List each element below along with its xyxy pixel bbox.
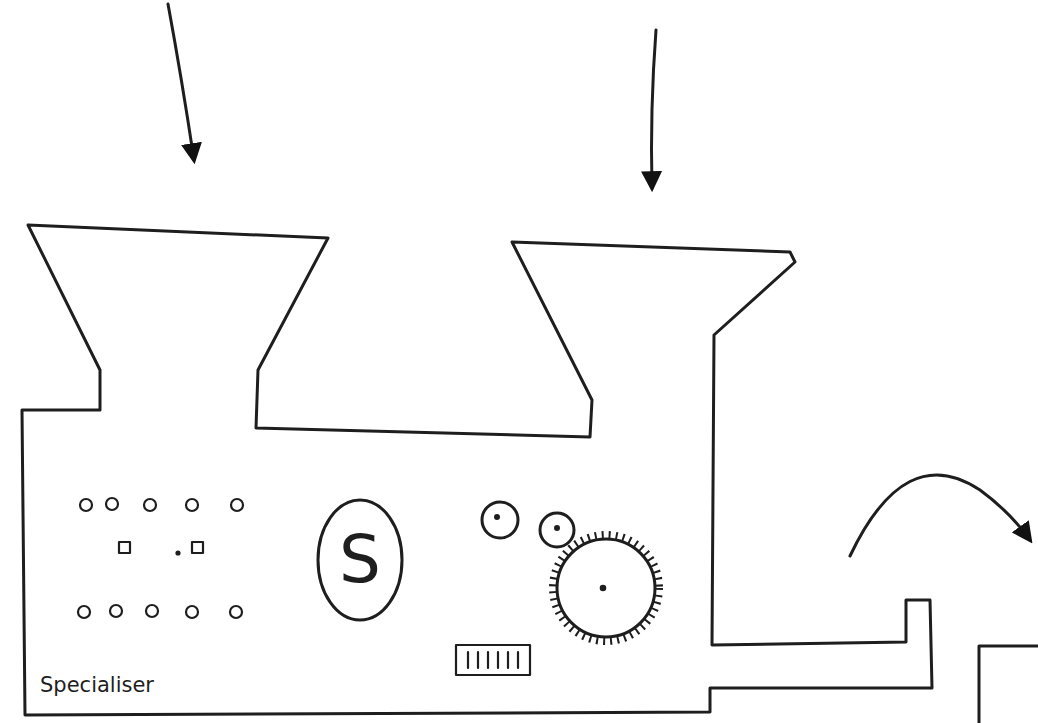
gears (482, 502, 659, 641)
output-arrow (850, 475, 1030, 556)
machine-name: Specialiser (40, 675, 154, 696)
indicator-light (186, 606, 198, 618)
gear-axle (556, 527, 559, 530)
input-arrow (652, 30, 657, 188)
machine-outline (22, 225, 932, 715)
indicator-light (106, 498, 118, 510)
large-gear (557, 539, 655, 637)
grille-frame (456, 645, 530, 675)
square-button (192, 542, 203, 553)
indicator-light (80, 499, 92, 511)
gear-axle (601, 586, 605, 590)
indicator-light (144, 499, 156, 511)
machine-body: Specialiser S (18, 220, 940, 720)
indicator-light (230, 606, 242, 618)
logo-outline (318, 500, 402, 620)
gear-teeth (553, 535, 659, 641)
logo-circle: S (316, 498, 404, 622)
input-arrow (168, 4, 194, 160)
logo-letter: S (339, 527, 381, 593)
indicator-light (186, 499, 198, 511)
indicator-light (78, 606, 90, 618)
gear-axle (496, 516, 499, 519)
indicator-light (231, 499, 243, 511)
square-button (119, 542, 130, 553)
grille-slats (468, 652, 518, 668)
node-outline (18, 220, 940, 720)
small-gear (482, 502, 518, 538)
indicator-light (146, 605, 158, 617)
indicator-lights (78, 498, 243, 618)
output-box (979, 646, 1038, 723)
dot (177, 552, 180, 555)
small-gear (540, 513, 574, 547)
vent-grille (456, 645, 530, 675)
indicator-light (110, 605, 122, 617)
